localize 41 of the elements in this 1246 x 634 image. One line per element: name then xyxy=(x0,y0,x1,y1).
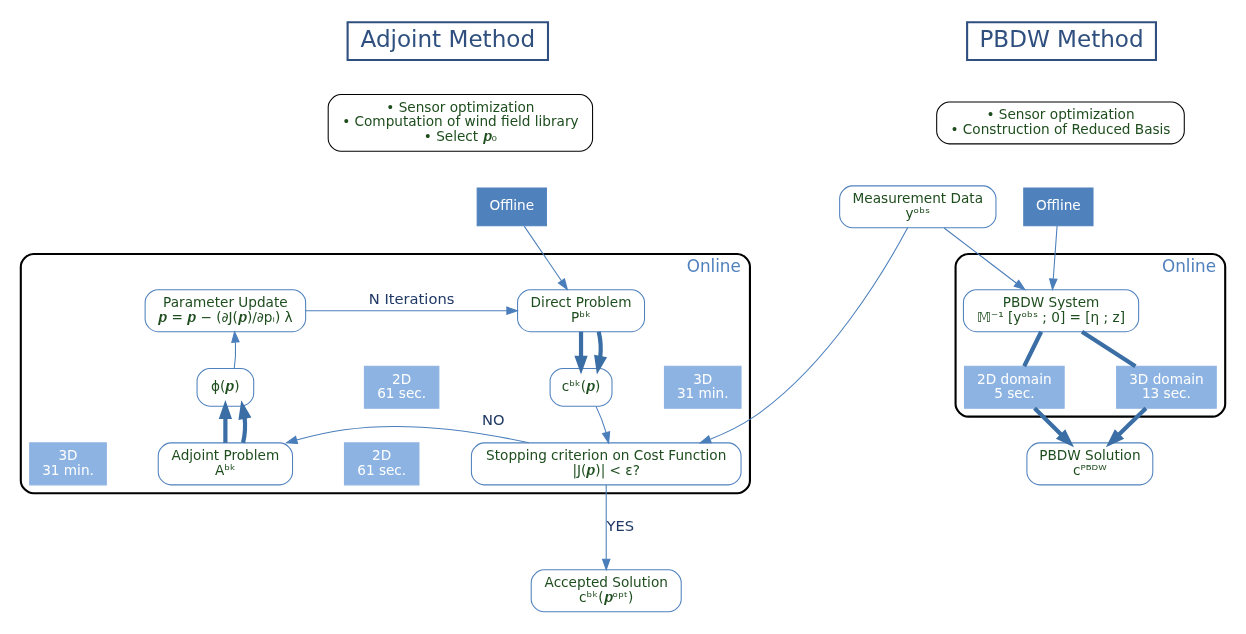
node-box: • Sensor optimization • Computation of wind field library • Select 𝒑₀ xyxy=(327,94,594,152)
node-box: 3D 31 min. xyxy=(663,365,742,409)
node-box: 2D 61 sec. xyxy=(363,365,440,409)
arrow xyxy=(284,426,530,445)
arrow xyxy=(1033,406,1075,448)
node-box: 3D 31 min. xyxy=(29,442,107,486)
arrow xyxy=(595,405,611,445)
node-box: cᵇᵏ(𝒑) xyxy=(549,367,613,407)
connector xyxy=(1022,330,1044,368)
node-box: Direct Problem Pᵇᵏ xyxy=(517,289,646,333)
edge-label: NO xyxy=(481,410,505,428)
node-box: Parameter Update 𝒑 = 𝒑 − (∂J(𝒑)/∂pᵢ) λ xyxy=(144,289,307,333)
arrow xyxy=(231,330,240,369)
arrow xyxy=(698,227,909,444)
node-box: 2D domain 5 sec. xyxy=(963,365,1065,409)
node-box: PBDW Method xyxy=(966,21,1157,61)
arrow xyxy=(943,227,1027,291)
connector xyxy=(1080,329,1137,368)
node-box: 3D domain 13 sec. xyxy=(1116,365,1217,409)
node-box: Adjoint Problem Aᵇᵏ xyxy=(157,442,294,486)
node-box: Stopping criterion on Cost Function |J(𝒑)| < ε? xyxy=(470,442,742,486)
node-box: Accepted Solution cᵇᵏ(𝒑ᵒᵖᵗ) xyxy=(530,569,682,613)
node-box: Offline xyxy=(1023,187,1094,227)
node-box: Offline xyxy=(476,187,547,227)
node-box: PBDW Solution cᴾᴮᴰᵂ xyxy=(1026,442,1154,486)
arrow xyxy=(305,306,519,316)
arrow xyxy=(594,331,608,375)
node-box: Measurement Data yᵒᵇˢ xyxy=(839,185,997,229)
arrow xyxy=(574,331,588,375)
arrow xyxy=(601,484,611,572)
node-box: 2D 61 sec. xyxy=(343,442,420,486)
edge-label: N Iterations xyxy=(368,289,455,307)
node-box: ϕ(𝒑) xyxy=(196,367,255,407)
node-box: Adjoint Method xyxy=(346,21,550,61)
arrow xyxy=(1048,225,1058,292)
node-box: • Sensor optimization • Construction of Reduced Basis xyxy=(936,101,1185,145)
node-box: PBDW System 𝕄⁻¹ [yᵒᵇˢ ; 0] = [η ; z] xyxy=(962,289,1140,333)
arrow xyxy=(1105,406,1148,448)
arrow xyxy=(218,400,232,443)
arrow xyxy=(238,400,252,444)
arrow xyxy=(523,225,569,291)
